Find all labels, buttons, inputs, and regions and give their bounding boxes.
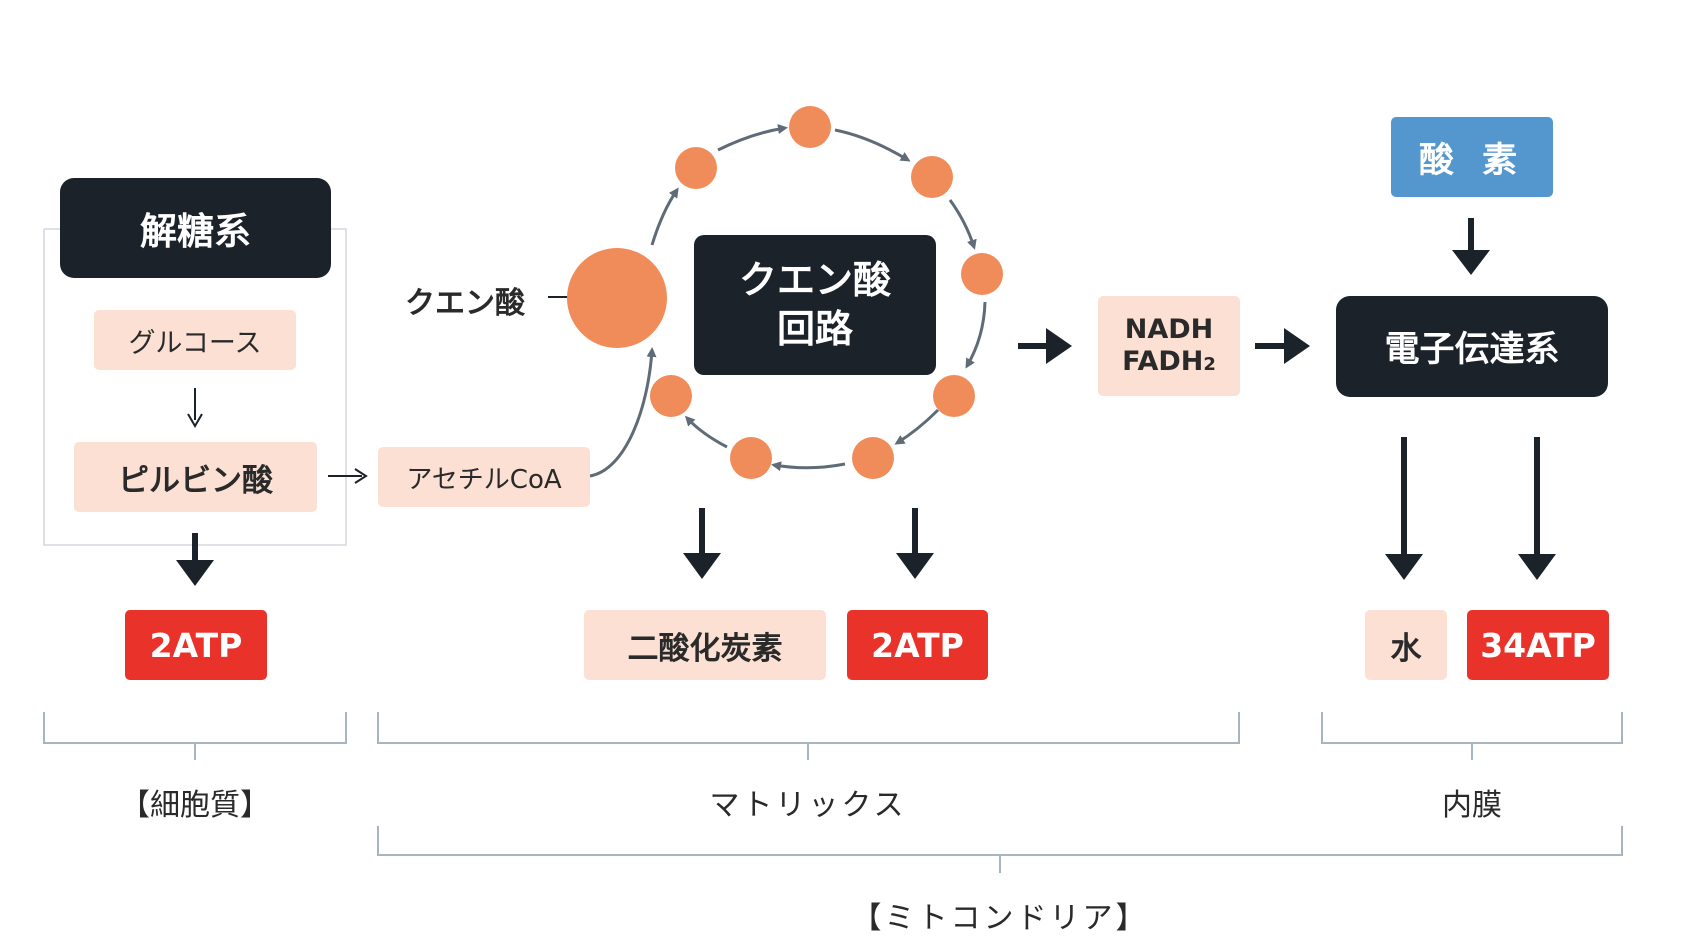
cycle-node: [961, 253, 1003, 295]
cycle-nodes: [567, 106, 1003, 479]
bracket-inner-membrane: [1321, 712, 1623, 760]
pyruvate-box: ピルビン酸: [74, 442, 317, 512]
citrate-label: クエン酸: [405, 286, 525, 321]
cycle-node: [911, 156, 953, 198]
glycolysis-atp-box: 2ATP: [125, 610, 267, 680]
electron-transport-title: 電子伝達系: [1384, 330, 1560, 370]
cycle-node: [852, 437, 894, 479]
acetylcoa-to-cycle-arrow: [589, 347, 657, 478]
cycle-atp-label: 2ATP: [871, 625, 964, 665]
bracket-mitochondria: [377, 826, 1623, 873]
arrow-nadh-to-etc: [1255, 328, 1310, 364]
arrow-pyruvate-to-atp: [176, 533, 214, 586]
etc-atp-label: 34ATP: [1480, 625, 1596, 665]
cycle-atp-box: 2ATP: [847, 610, 988, 680]
cycle-node: [730, 437, 772, 479]
nadh-fadh-box: NADH FADH2: [1098, 296, 1240, 396]
bracket-cytoplasm: [43, 712, 347, 760]
arrow-pyruvate-to-acetylcoa: [328, 468, 368, 484]
oxygen-box: 酸 素: [1391, 117, 1553, 197]
fadh-label: FADH: [1122, 346, 1204, 377]
nadh-label: NADH: [1124, 313, 1214, 345]
glycolysis-title-box: 解糖系: [60, 178, 331, 278]
cycle-node: [675, 147, 717, 189]
arrow-glucose-to-pyruvate: [187, 388, 203, 428]
cycle-node: [789, 106, 831, 148]
arrow-etc-to-atp: [1518, 437, 1556, 580]
citric-cycle-title-line2: 回路: [776, 307, 853, 351]
fadh-line: FADH2: [1122, 346, 1216, 378]
etc-atp-box: 34ATP: [1467, 610, 1609, 680]
citric-cycle-title-line1: クエン酸: [738, 257, 891, 302]
citrate-node: [567, 248, 667, 348]
glucose-box: グルコース: [94, 310, 296, 370]
glucose-label: グルコース: [128, 327, 262, 359]
cycle-node: [933, 375, 975, 417]
glycolysis-atp-label: 2ATP: [149, 625, 243, 665]
glycolysis-title: 解糖系: [140, 210, 251, 253]
acetylcoa-label: アセチルCoA: [406, 464, 562, 495]
arrow-oxygen-to-etc: [1452, 218, 1490, 275]
co2-box: 二酸化炭素: [584, 610, 826, 680]
arrow-cycle-to-atp: [896, 508, 934, 579]
cycle-arrows: [650, 124, 987, 472]
electron-transport-title-box: 電子伝達系: [1336, 296, 1608, 397]
water-box: 水: [1365, 610, 1447, 680]
arrow-cycle-to-nadh: [1018, 328, 1072, 364]
cycle-node: [650, 375, 692, 417]
matrix-label: マトリックス: [709, 788, 907, 823]
oxygen-label: 酸 素: [1418, 140, 1526, 181]
arrow-etc-to-water: [1385, 437, 1423, 580]
arrow-cycle-to-co2: [683, 508, 721, 579]
water-label: 水: [1390, 630, 1422, 667]
citric-cycle-title-box: クエン酸 回路: [694, 235, 936, 375]
acetylcoa-box: アセチルCoA: [378, 447, 590, 507]
fadh-subscript: 2: [1203, 354, 1216, 375]
inner-membrane-label: 内膜: [1442, 788, 1502, 823]
cytoplasm-label: 【細胞質】: [120, 788, 270, 823]
bracket-matrix: [377, 712, 1240, 760]
mitochondria-label: 【ミトコンドリア】: [851, 901, 1149, 936]
co2-label: 二酸化炭素: [627, 630, 783, 667]
pyruvate-label: ピルビン酸: [118, 462, 273, 499]
